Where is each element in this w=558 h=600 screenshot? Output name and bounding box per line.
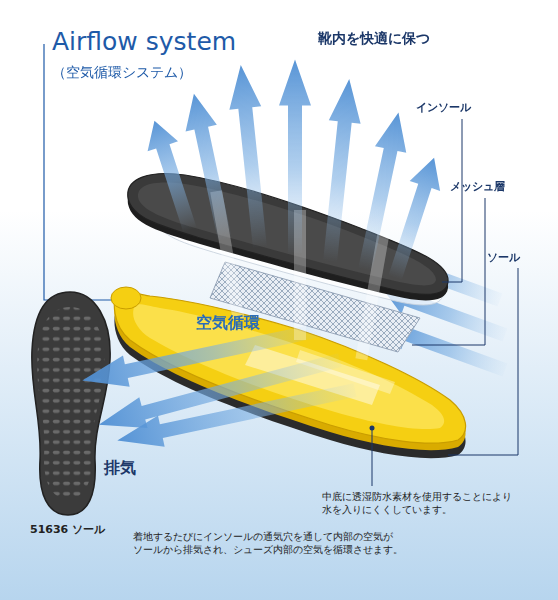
- note-text: 着地するたびにインソールの通気穴を通して内部の空気が ソールから排気され、シュー…: [133, 530, 418, 556]
- flow-label: 空気循環: [196, 313, 260, 333]
- part-label: メッシュ層: [450, 180, 505, 194]
- note-text: 中底に透湿防水素材を使用することにより 水を入りにくくしています。: [322, 490, 527, 516]
- flow-label: 排気: [104, 458, 136, 478]
- title-bracket: [44, 44, 112, 300]
- subtitle: （空気循環システム）: [52, 64, 192, 82]
- leader-lines: [372, 119, 518, 486]
- part-label: インソール: [416, 101, 471, 115]
- upward-arrows: [139, 59, 449, 282]
- mesh-leader: [412, 198, 485, 345]
- part-label: ソール: [487, 251, 520, 265]
- model-label: 51636 ソール: [30, 523, 105, 537]
- note-leader: [372, 430, 373, 486]
- insole-leader: [442, 119, 462, 282]
- leader-dot: [370, 426, 375, 431]
- sole-bottom-view: [32, 292, 110, 515]
- diagram-title: Airflow system: [52, 26, 236, 57]
- exhaust-arrows: [79, 314, 358, 456]
- headline-label: 靴内を快適に保つ: [318, 30, 430, 48]
- sole-leader: [448, 268, 518, 455]
